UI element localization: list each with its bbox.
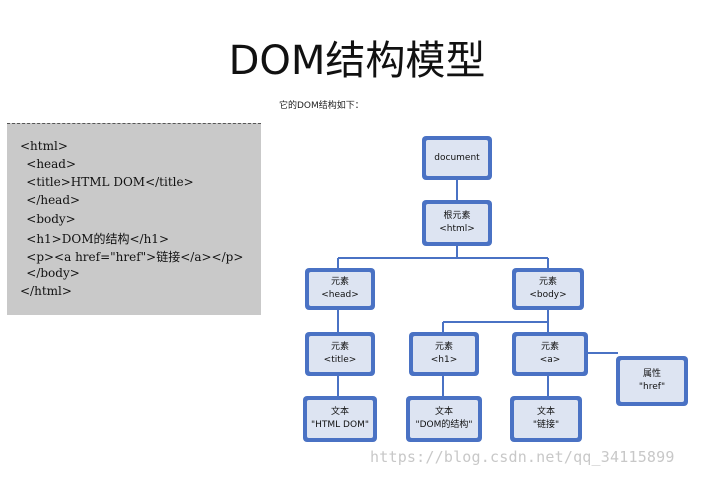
html-code-box: <html> <head> <title>HTML DOM</title> </…	[7, 123, 261, 315]
node-head: 元素 <head>	[305, 268, 375, 310]
node-text-title: 文本 "HTML DOM"	[303, 396, 377, 442]
node-text-title-value: "HTML DOM"	[311, 420, 369, 430]
code-line: <title>HTML DOM</title>	[11, 175, 194, 189]
node-text-a: 文本 "链接"	[510, 396, 582, 442]
page-title: DOM结构模型	[228, 38, 486, 84]
node-body-tag: <body>	[529, 290, 567, 300]
code-line: <body>	[11, 212, 76, 226]
code-line: <html>	[20, 139, 68, 153]
node-document: document	[422, 136, 492, 180]
diagram-caption: 它的DOM结构如下：	[279, 101, 364, 111]
node-h1-tag: <h1>	[430, 355, 458, 365]
node-attr-value: "href"	[638, 382, 666, 392]
code-line: <p><a href="href">链接</a></p>	[11, 250, 244, 264]
node-a: 元素 <a>	[512, 332, 588, 376]
code-line: </body>	[11, 266, 80, 280]
node-text-title-type: 文本	[330, 407, 349, 417]
node-body-type: 元素	[538, 277, 557, 287]
code-line: <h1>DOM的结构</h1>	[11, 232, 169, 246]
node-a-type: 元素	[540, 342, 559, 352]
node-body: 元素 <body>	[512, 268, 584, 310]
node-head-tag: <head>	[321, 290, 359, 300]
node-document-label: document	[434, 152, 480, 163]
node-root-html: 根元素 <html>	[422, 200, 492, 246]
node-root-type: 根元素	[443, 211, 471, 221]
node-title-tag: <title>	[323, 355, 357, 365]
code-line: </head>	[11, 193, 81, 207]
node-head-type: 元素	[330, 277, 349, 287]
node-title-type: 元素	[330, 342, 349, 352]
code-line: <head>	[11, 157, 77, 171]
node-text-h1-value: "DOM的结构"	[415, 420, 473, 430]
node-h1: 元素 <h1>	[409, 332, 479, 376]
code-line: </html>	[20, 284, 72, 298]
node-text-a-type: 文本	[536, 407, 555, 417]
node-a-tag: <a>	[539, 355, 561, 365]
node-h1-type: 元素	[434, 342, 453, 352]
node-text-a-value: "链接"	[532, 420, 560, 430]
node-attr-href: 属性 "href"	[616, 356, 688, 406]
node-title: 元素 <title>	[305, 332, 375, 376]
watermark: https://blog.csdn.net/qq_34115899	[370, 448, 675, 466]
node-text-h1-type: 文本	[434, 407, 453, 417]
node-attr-type: 属性	[642, 369, 661, 379]
node-text-h1: 文本 "DOM的结构"	[406, 396, 482, 442]
node-root-tag: <html>	[439, 224, 475, 234]
